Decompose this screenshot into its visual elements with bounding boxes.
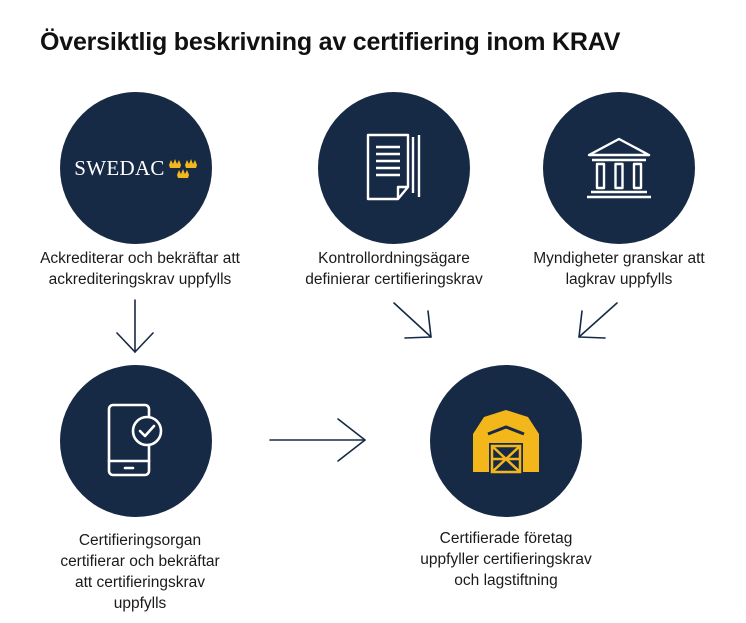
caption-line: Certifieringsorgan <box>78 532 202 549</box>
foretag-caption: Certifierade företag uppfyller certifier… <box>386 528 626 591</box>
myndigheter-caption: Myndigheter granskar att lagkrav uppfyll… <box>507 248 731 290</box>
caption-line: att certifieringskrav <box>74 574 206 591</box>
swedac-logo: SWEDAC <box>74 156 197 181</box>
barn-icon <box>473 410 539 474</box>
caption-line: Kontrollordningsägare <box>318 250 470 267</box>
caption-line: Ackrediterar och bekräftar att <box>40 250 240 267</box>
caption-line: certifierar och bekräftar <box>60 553 220 570</box>
government-building-icon <box>587 137 651 199</box>
caption-line: Myndigheter granskar att <box>533 250 705 267</box>
document-icon <box>366 133 421 201</box>
foretag-circle <box>430 365 582 517</box>
caption-line: lagkrav uppfylls <box>565 271 673 288</box>
phone-check-icon <box>107 403 163 477</box>
swedac-circle: SWEDAC <box>60 92 212 244</box>
caption-line: uppfylls <box>113 595 167 612</box>
myndigheter-circle <box>543 92 695 244</box>
certifieringsorgan-caption: Certifieringsorgan certifierar och bekrä… <box>20 530 260 614</box>
caption-line: uppfyller certifieringskrav <box>420 551 592 568</box>
caption-line: definierar certifieringskrav <box>305 271 483 288</box>
caption-line: och lagstiftning <box>454 572 558 589</box>
kontrollordning-caption: Kontrollordningsägare definierar certifi… <box>278 248 510 290</box>
three-crowns-icon <box>168 159 197 178</box>
page-title: Översiktlig beskrivning av certifiering … <box>40 28 621 56</box>
caption-line: ackrediteringskrav uppfylls <box>48 271 232 288</box>
kontrollordning-circle <box>318 92 470 244</box>
swedac-logo-text: SWEDAC <box>74 155 165 180</box>
caption-line: Certifierade företag <box>439 530 573 547</box>
certifieringsorgan-circle <box>60 365 212 517</box>
swedac-caption: Ackrediterar och bekräftar att ackredite… <box>20 248 260 290</box>
